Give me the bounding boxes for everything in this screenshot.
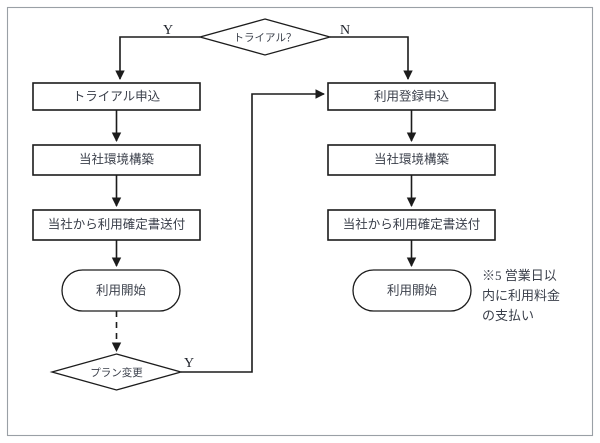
note-line-2: 内に利用料金 — [482, 288, 560, 303]
node-trial-application-box[interactable] — [32, 82, 201, 111]
page-frame — [6, 6, 594, 437]
branch-label-yes-top: Y — [163, 23, 173, 38]
note-line-3: の支払い — [482, 308, 534, 323]
node-registration-confirmation-label: 当社から利用確定書送付 — [343, 216, 481, 231]
node-registration-application-label: 利用登録申込 — [374, 88, 450, 103]
node-registration-application-box[interactable] — [327, 82, 496, 111]
connector-decision-to-registration — [330, 36, 413, 80]
node-trial-confirmation-label: 当社から利用確定書送付 — [48, 216, 186, 231]
node-trial-env-setup-box[interactable] — [32, 144, 201, 176]
node-trial-service-start-shape[interactable] — [61, 269, 181, 312]
node-trial-application-label: トライアル申込 — [73, 89, 161, 103]
decision-plan-change-label: プラン変更 — [90, 366, 143, 379]
decision-trial-shape[interactable] — [197, 18, 333, 56]
branch-label-no-top: N — [340, 23, 350, 38]
node-trial-env-setup-label: 当社環境構築 — [79, 151, 155, 166]
connector-plan-change-to-registration — [181, 89, 325, 373]
connector-decision-to-trial — [115, 36, 200, 80]
node-trial-service-start-label: 利用開始 — [96, 283, 147, 297]
note-line-1: ※5 営業日以 — [482, 268, 557, 283]
node-registration-confirmation-box[interactable] — [327, 209, 496, 241]
decision-trial-label: トライアル？ — [234, 32, 297, 44]
node-registration-env-setup-label: 当社環境構築 — [374, 151, 450, 166]
node-registration-service-start-label: 利用開始 — [387, 283, 438, 297]
decision-plan-change-shape[interactable] — [49, 353, 184, 391]
node-registration-env-setup-box[interactable] — [327, 144, 496, 176]
node-registration-service-start-shape[interactable] — [352, 269, 472, 312]
node-trial-confirmation-box[interactable] — [32, 209, 201, 241]
branch-label-yes-bottom: Y — [184, 356, 194, 371]
